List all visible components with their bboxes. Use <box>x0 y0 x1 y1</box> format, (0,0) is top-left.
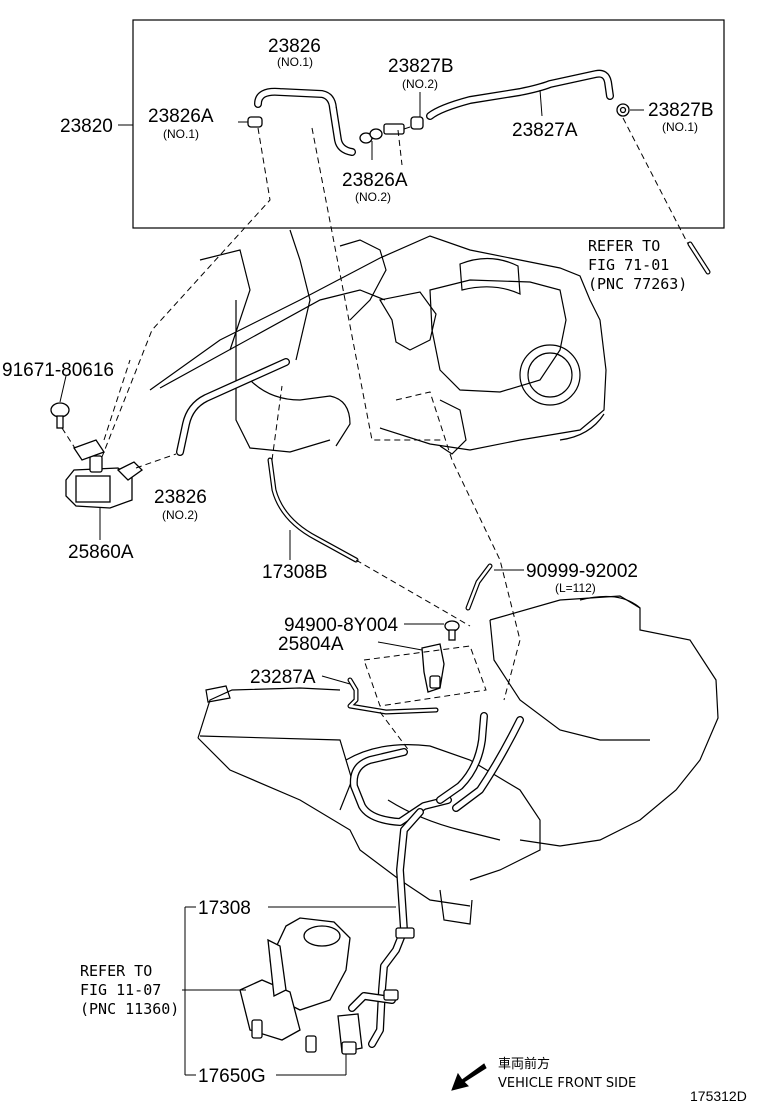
svg-text:FIG 11-07: FIG 11-07 <box>80 981 161 999</box>
dash-line-3 <box>622 117 689 245</box>
dash-line-valve <box>135 453 177 469</box>
label-17308b: 17308B <box>262 562 328 583</box>
direction-jp: 車両前方 <box>498 1056 550 1072</box>
dash-line-17308b <box>271 385 283 461</box>
hose-main-lower <box>349 712 524 826</box>
dash-line-bolt <box>61 427 81 457</box>
bracket-25804a <box>377 641 445 693</box>
label-23827a: 23827A <box>512 120 578 141</box>
hose-23287a <box>321 675 439 715</box>
label-23826a-no1: (NO.1) <box>163 127 199 141</box>
label-23827b-no1: (NO.1) <box>662 120 698 134</box>
clip-23827b-no2 <box>410 92 424 130</box>
label-23826-no2: (NO.2) <box>162 508 198 522</box>
hose-end-top-right <box>687 241 711 275</box>
canister-17650g <box>239 917 363 1055</box>
svg-text:REFER TO: REFER TO <box>588 237 660 255</box>
svg-text:(PNC 11360): (PNC 11360) <box>80 1000 179 1018</box>
dash-line-valve-2 <box>103 359 131 441</box>
direction-en: VEHICLE FRONT SIDE <box>498 1076 636 1091</box>
label-17308: 17308 <box>198 898 251 919</box>
dash-line-7 <box>379 711 411 753</box>
label-90999-92002: 90999-92002 <box>526 561 638 582</box>
clip-23826a-no1 <box>238 116 263 128</box>
label-17650g: 17650G <box>198 1066 266 1087</box>
reference-top: REFER TO FIG 71-01 (PNC 77263) <box>588 237 687 293</box>
dash-line-1 <box>99 127 271 463</box>
label-90999-length: (L=112) <box>555 581 596 595</box>
label-23826-no1: (NO.1) <box>277 55 313 69</box>
reference-bottom: REFER TO FIG 11-07 (PNC 11360) <box>80 962 179 1018</box>
connector <box>383 123 411 135</box>
vehicle-front-arrow-icon <box>451 1063 487 1091</box>
label-23826a-top: 23826A <box>148 106 214 127</box>
label-bracket-lower <box>182 906 396 1076</box>
label-23826: 23826 <box>268 36 321 57</box>
engine-block <box>149 229 607 455</box>
clip-23827b-no1 <box>616 103 644 117</box>
dash-line-2 <box>311 127 444 441</box>
label-25860a: 25860A <box>68 542 134 563</box>
svg-text:(PNC 77263): (PNC 77263) <box>588 275 687 293</box>
clip-23826a-no2 <box>359 128 383 160</box>
dash-bracket-box <box>363 645 487 707</box>
label-23826a-no2: (NO.2) <box>355 190 391 204</box>
hose-23826-no2 <box>176 358 290 456</box>
bolt-91671-80616 <box>50 375 70 429</box>
dash-line-4 <box>397 129 403 166</box>
hose-90999-92002 <box>465 563 524 611</box>
hose-17308b <box>267 457 359 563</box>
label-23820: 23820 <box>60 116 113 137</box>
inset-box <box>132 19 725 229</box>
label-23827b-top: 23827B <box>388 56 454 77</box>
hose-23826-no1 <box>254 87 356 156</box>
bolt-94900-8y004 <box>404 620 460 641</box>
label-23287a: 23287A <box>250 667 316 688</box>
label-94900-8y004: 94900-8Y004 <box>284 615 399 636</box>
valve-25860a <box>65 439 144 540</box>
dash-line-6 <box>395 391 521 701</box>
hose-17308 <box>348 808 424 1048</box>
hose-23827a <box>426 69 614 120</box>
label-23826-lower: 23826 <box>154 487 207 508</box>
label-91671-80616: 91671-80616 <box>2 360 114 381</box>
diagram-code: 175312D <box>690 1088 747 1104</box>
label-23827b-no2: (NO.2) <box>402 77 438 91</box>
label-23826a-bottom: 23826A <box>342 170 408 191</box>
svg-text:REFER TO: REFER TO <box>80 962 152 980</box>
label-25804a: 25804A <box>278 634 344 655</box>
label-23827b-right: 23827B <box>648 100 714 121</box>
fuel-tank <box>197 595 719 925</box>
dash-line-5 <box>355 559 471 627</box>
svg-text:FIG 71-01: FIG 71-01 <box>588 256 669 274</box>
